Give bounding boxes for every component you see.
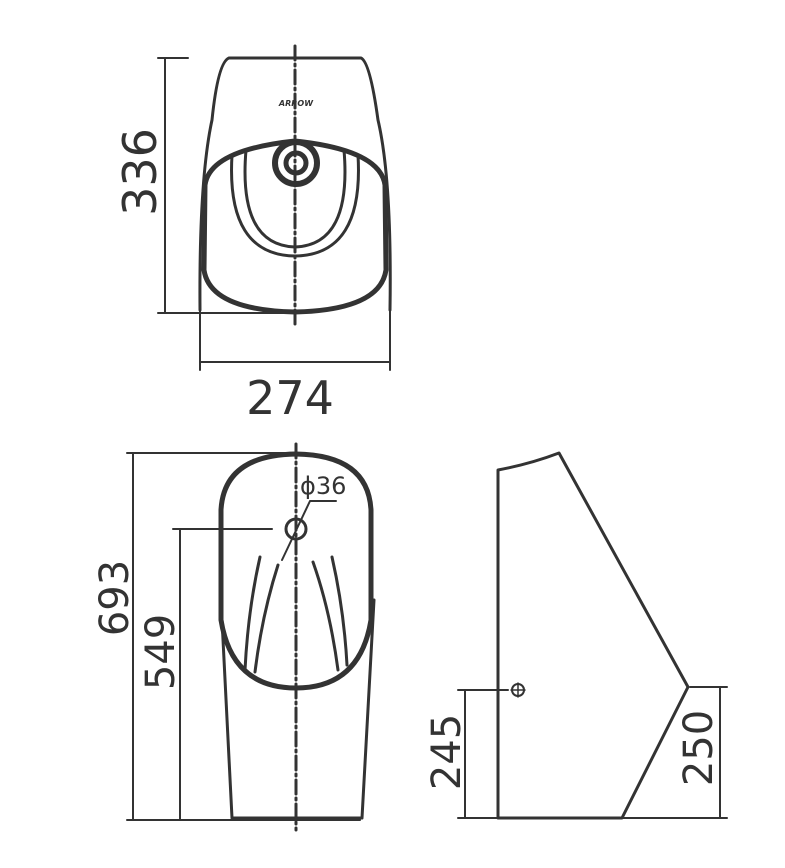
dimension-front-height: 250 [676, 710, 722, 786]
dimension-outlet-height: 245 [424, 714, 470, 790]
top-view: ARROW 336 274 [113, 44, 392, 425]
front-view-bowl [218, 451, 374, 691]
front-view: ϕ36 693 549 [92, 442, 376, 832]
dimension-height: 693 [92, 560, 138, 636]
top-view-outline [198, 56, 392, 312]
dimension-inlet-height: 549 [138, 614, 184, 690]
bowl-ribs [243, 555, 349, 674]
side-view: 245 250 [424, 451, 728, 820]
dimension-depth: 336 [113, 128, 167, 216]
top-view-bowl [201, 138, 389, 315]
leader-line [281, 500, 337, 561]
dimension-width: 274 [246, 371, 334, 425]
inlet-diameter: ϕ36 [300, 472, 346, 500]
side-view-outline [496, 451, 690, 820]
